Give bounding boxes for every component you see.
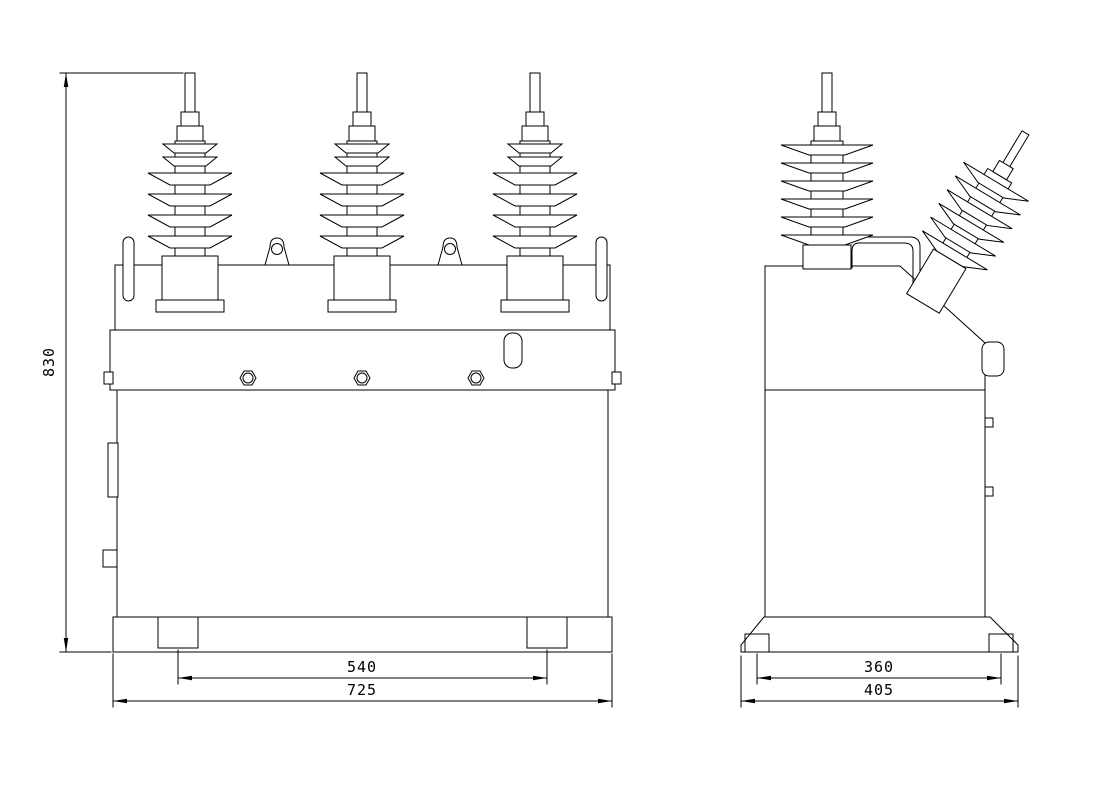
dimension-label: 405 — [864, 681, 894, 699]
corner-hook-left — [122, 236, 135, 302]
front-tank-body — [116, 389, 609, 618]
front-bushing-phase-b — [319, 72, 405, 313]
front-foot-left — [157, 616, 199, 649]
side-bushing-vertical — [780, 72, 874, 270]
side-tank-body — [764, 389, 986, 618]
side-tab — [984, 486, 994, 497]
dimension-side-overall-depth: 405 — [740, 655, 1019, 708]
side-view — [740, 72, 1059, 653]
lifting-eye — [437, 237, 463, 266]
side-foot-right — [988, 633, 1014, 653]
dimension-front-foot-spacing: 540 — [177, 649, 548, 685]
front-base-plate — [112, 616, 613, 653]
hex-bolt — [467, 370, 485, 386]
dimension-label: 540 — [347, 658, 377, 676]
dimension-front-overall-width: 725 — [112, 653, 613, 708]
lifting-eye — [264, 237, 290, 266]
front-bushing-phase-a — [147, 72, 233, 313]
lifting-handle — [844, 236, 921, 289]
side-base-plate — [740, 616, 1019, 653]
dimensions: 830 540 725 360 — [40, 72, 1019, 708]
hex-bolt — [353, 370, 371, 386]
side-tab — [984, 417, 994, 428]
dimension-overall-height: 830 — [40, 72, 184, 653]
dimension-label: 725 — [347, 681, 377, 699]
hex-bolt — [239, 370, 257, 386]
dimension-side-foot-spacing: 360 — [756, 653, 1002, 685]
dimension-label: 830 — [40, 347, 58, 377]
keyhole-slot — [503, 332, 523, 369]
side-bushing-angled — [889, 112, 1059, 324]
dimension-label: 360 — [864, 658, 894, 676]
side-foot-left — [744, 633, 770, 653]
corner-hook-right — [595, 236, 608, 302]
front-bushing-phase-c — [492, 72, 578, 313]
flange-edge-bolt-left — [103, 371, 114, 385]
drain-valve-tab — [102, 549, 118, 568]
flange-edge-bolt-right — [611, 371, 622, 385]
side-plate-fitting — [107, 442, 119, 498]
front-foot-right — [526, 616, 568, 649]
terminal-bracket — [981, 341, 1005, 377]
front-view — [102, 72, 622, 653]
